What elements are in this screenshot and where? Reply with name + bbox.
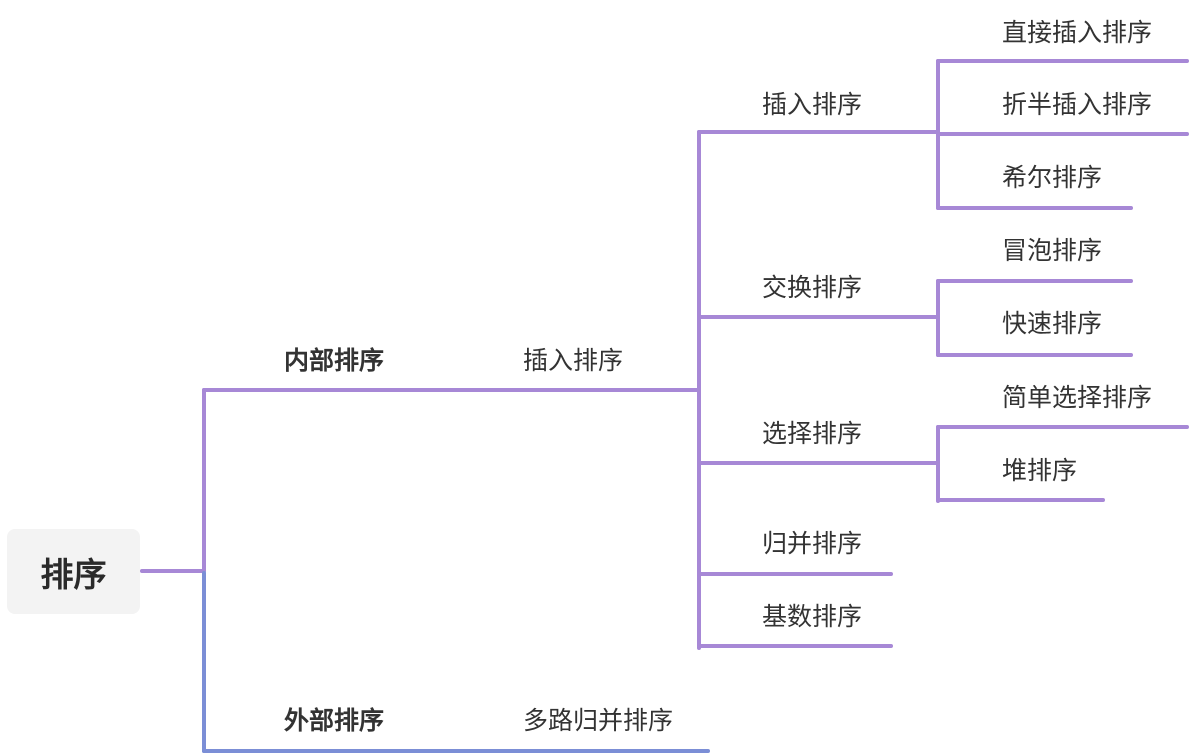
- root-node-label: 排序: [40, 554, 107, 594]
- connector-trunk-upper: [202, 388, 206, 573]
- node-exchange-sort[interactable]: 交换排序: [762, 273, 863, 302]
- connector-simple-selection: [936, 425, 1189, 429]
- node-simple-selection-sort[interactable]: 简单选择排序: [1002, 383, 1153, 412]
- node-bubble-sort[interactable]: 冒泡排序: [1002, 236, 1103, 265]
- node-heap-sort[interactable]: 堆排序: [1002, 456, 1078, 485]
- connector-binary-insertion: [936, 132, 1189, 136]
- connector-bubble-sort: [936, 279, 1133, 283]
- connector-selection-sort: [697, 461, 939, 465]
- node-insertion-sort[interactable]: 插入排序: [762, 90, 863, 119]
- node-binary-insertion-sort[interactable]: 折半插入排序: [1002, 90, 1153, 119]
- root-node[interactable]: 排序: [7, 529, 140, 614]
- connector-radix-sort: [697, 644, 893, 648]
- node-shell-sort[interactable]: 希尔排序: [1002, 163, 1103, 192]
- connector-internal-sort: [202, 388, 700, 392]
- connector-root-stem: [140, 569, 204, 573]
- node-merge-sort[interactable]: 归并排序: [762, 529, 863, 558]
- node-external-sort[interactable]: 外部排序: [284, 706, 385, 735]
- node-multiway-merge-sort[interactable]: 多路归并排序: [523, 706, 674, 735]
- node-quick-sort[interactable]: 快速排序: [1002, 309, 1103, 338]
- connector-insertion-sort: [697, 130, 939, 134]
- node-selection-sort[interactable]: 选择排序: [762, 419, 863, 448]
- connector-exchange-sort: [697, 315, 939, 319]
- connector-heap-sort: [936, 498, 1105, 502]
- node-internal-sort[interactable]: 内部排序: [284, 346, 385, 375]
- node-straight-insertion-sort[interactable]: 直接插入排序: [1002, 18, 1153, 47]
- connector-shell-sort: [936, 206, 1133, 210]
- connector-level3-spine: [697, 130, 701, 650]
- connector-external-sort: [202, 749, 710, 753]
- connector-straight-insertion: [936, 59, 1189, 63]
- node-internal-insertion-sort[interactable]: 插入排序: [523, 346, 624, 375]
- connector-quick-sort: [936, 353, 1133, 357]
- connector-trunk-lower: [202, 571, 206, 753]
- node-radix-sort[interactable]: 基数排序: [762, 602, 863, 631]
- connector-selection-group-spine: [936, 425, 940, 503]
- connector-exchange-group-spine: [936, 279, 940, 357]
- connector-merge-sort: [697, 572, 893, 576]
